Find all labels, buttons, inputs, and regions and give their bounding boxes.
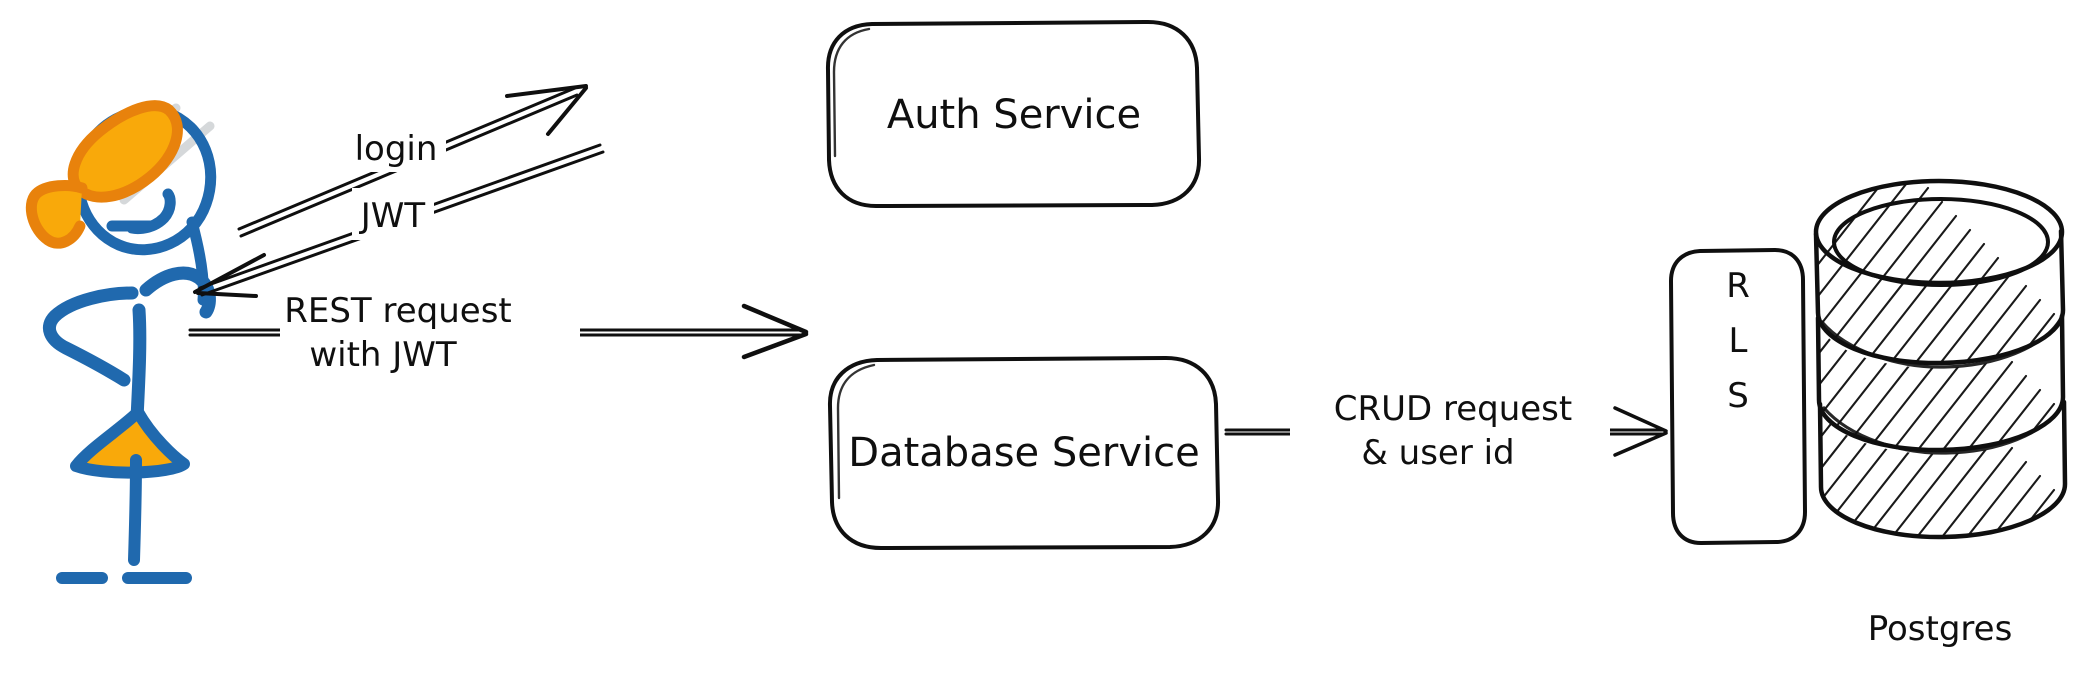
login-arrowhead-lower <box>546 86 588 136</box>
login-label-bg <box>350 118 446 172</box>
left-arm <box>42 286 139 387</box>
rls-letter-l: L <box>1729 321 1748 361</box>
torso <box>130 303 147 425</box>
edge-crud-request[interactable]: CRUD request & user id <box>1224 389 1668 482</box>
rls-letter-r: R <box>1726 266 1750 306</box>
login-arrowhead-upper <box>505 84 588 98</box>
crud-request-label-line2: & user id <box>1361 433 1514 473</box>
auth-service-box-sketch-overstroke <box>832 27 871 158</box>
rest-label-bg <box>280 288 580 380</box>
crud-label-bg <box>1290 390 1610 482</box>
edge-login[interactable]: login <box>237 84 588 238</box>
rest-request-label-line2: with JWT <box>309 335 457 375</box>
right-arm <box>139 266 216 319</box>
cylinder-top-ellipse-inner <box>1832 197 2050 287</box>
rls-letter-s: S <box>1727 376 1749 416</box>
jwt-label-bg <box>352 188 434 240</box>
login-label: login <box>355 129 438 169</box>
cylinder-hatch-top <box>1816 180 2063 364</box>
node-rls[interactable]: R L S <box>1669 248 1807 545</box>
auth-service-label: Auth Service <box>887 92 1141 138</box>
crud-arrowhead-upper <box>1613 406 1668 433</box>
skirt-outline <box>70 406 190 479</box>
postgres-database-cylinder-icon[interactable]: Postgres <box>1790 160 2080 658</box>
jwt-arrowhead-upper <box>193 253 266 294</box>
database-service-label: Database Service <box>848 430 1199 476</box>
hat-tail-outline <box>25 180 88 249</box>
hat-tail-fill <box>31 185 82 244</box>
rest-arrowhead-upper <box>741 303 809 335</box>
cylinder-bottom-outline <box>1817 399 2068 540</box>
skirt-fill <box>78 415 182 468</box>
cylinder-separator-2 <box>1822 404 2064 455</box>
crud-arrowhead-lower <box>1613 431 1668 457</box>
cylinder-middle-outline <box>1815 313 2066 453</box>
crud-request-label-line1: CRUD request <box>1334 389 1572 429</box>
person-stick-figure-icon <box>25 100 217 584</box>
auth-service-box-outline <box>825 20 1202 208</box>
leg <box>128 454 142 566</box>
rls-box-outline <box>1669 248 1807 545</box>
rest-request-label-line1: REST request <box>284 291 512 331</box>
node-database-service[interactable]: Database Service <box>827 356 1221 550</box>
jwt-arrowhead-lower <box>196 291 258 298</box>
postgres-caption: Postgres <box>1868 609 2013 649</box>
jwt-label: JWT <box>359 196 426 236</box>
cylinder-separator-1 <box>1820 318 2062 369</box>
database-service-box-outline <box>827 356 1221 550</box>
rest-arrowhead-lower <box>741 331 809 360</box>
edge-rest-request[interactable]: REST request with JWT <box>188 288 809 380</box>
database-service-box-sketch-overstroke <box>836 363 876 500</box>
edge-jwt[interactable]: JWT <box>193 143 605 298</box>
node-auth-service[interactable]: Auth Service <box>825 20 1202 208</box>
